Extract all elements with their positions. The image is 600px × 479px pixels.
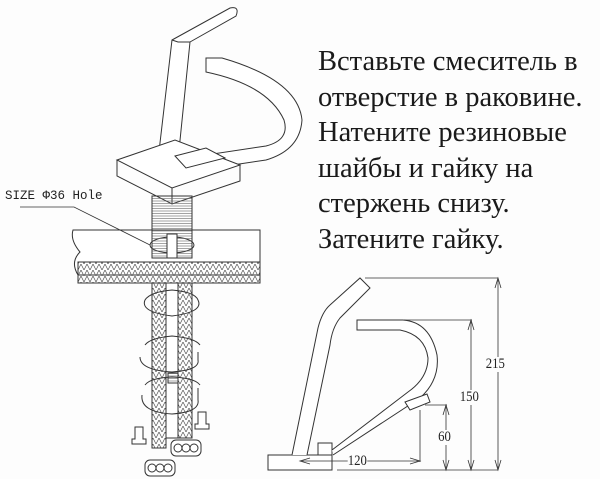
hose <box>177 282 193 439</box>
pin <box>131 426 147 445</box>
hole-size-label: SIZE Φ36 Hole <box>5 189 103 203</box>
pin <box>194 411 210 430</box>
instruction-text: Вставьте смеситель в отверстие в раковин… <box>318 44 600 257</box>
hose-nut <box>170 439 202 457</box>
base-block <box>115 139 242 189</box>
instruction-line: отверстие в раковине. <box>318 81 583 113</box>
side-spout <box>331 319 438 456</box>
instruction-line: шайбы и гайку на <box>318 152 534 184</box>
side-lever <box>291 277 371 456</box>
hose-nut <box>144 459 176 477</box>
instruction-line: Затените гайку. <box>318 223 504 255</box>
hose <box>151 282 167 449</box>
dimension-215: 215 <box>485 356 505 372</box>
dimension-120: 120 <box>347 453 367 469</box>
instruction-line: Натените резиновые <box>318 117 567 148</box>
rubber-washer <box>143 289 200 317</box>
faucet-side-view <box>267 276 502 472</box>
instruction-line: стержень снизу. <box>318 188 510 219</box>
nut <box>141 388 199 415</box>
hole-leader-line <box>20 206 151 246</box>
washer <box>139 352 199 373</box>
dimension-150: 150 <box>459 389 479 405</box>
dimension-60: 60 <box>438 429 451 445</box>
instruction-line: Вставьте смеситель в <box>318 46 578 77</box>
side-base <box>267 454 333 471</box>
faucet-isometric <box>20 7 303 477</box>
lever <box>157 7 238 161</box>
